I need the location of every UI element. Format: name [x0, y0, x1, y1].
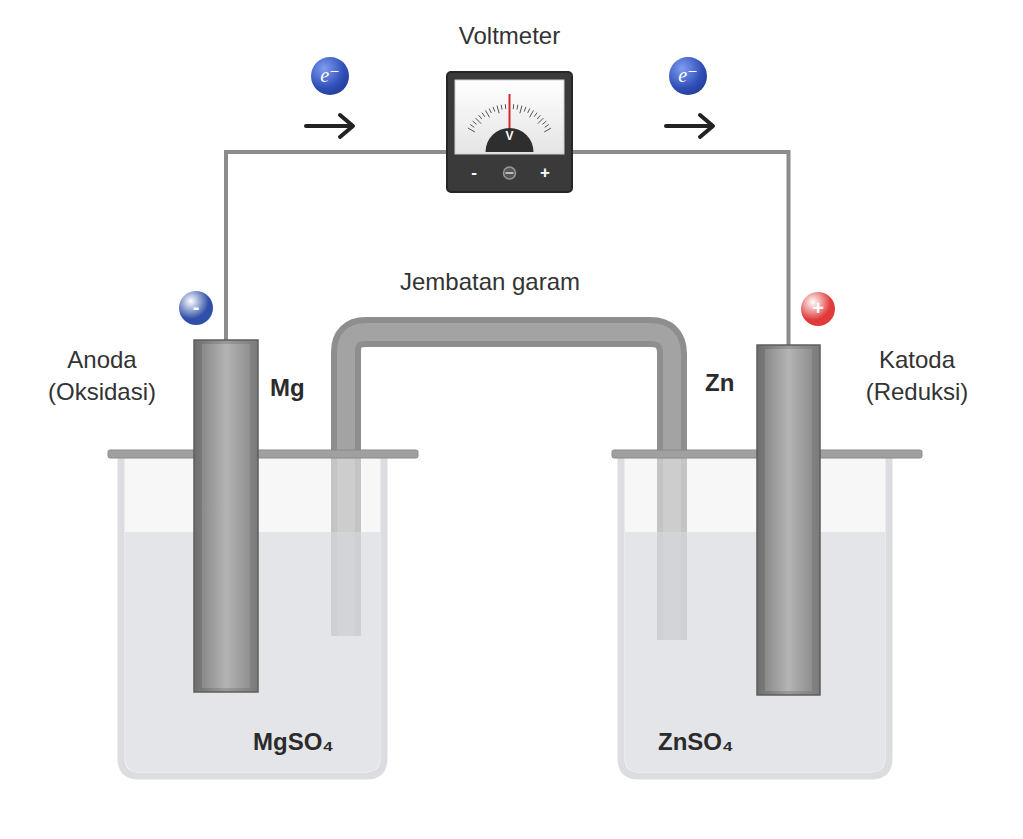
electron-symbol: e⁻: [311, 57, 349, 95]
beaker: MgSO₄Mg: [115, 448, 390, 780]
wire: [226, 152, 447, 340]
electrode-role: Katoda (Reduksi): [842, 344, 992, 409]
salt-bridge-label: Jembatan garam: [330, 268, 650, 297]
solution-label: ZnSO₄: [658, 728, 778, 757]
electron-arrow: [666, 115, 713, 137]
electrode: Zn: [757, 345, 820, 695]
terminal-sign: -: [465, 163, 483, 183]
electrode-shape: [757, 345, 820, 695]
electrode-role: Anoda (Oksidasi): [22, 344, 182, 409]
solution-label: MgSO₄: [253, 728, 373, 757]
electrode-shape: [194, 340, 258, 692]
voltmeter: VoltmeterV-+: [447, 72, 572, 192]
electron-symbol: e⁻: [669, 57, 707, 95]
terminal-sign: +: [536, 163, 554, 183]
unit-symbol: V: [497, 129, 522, 143]
polarity-sign: +: [801, 292, 835, 326]
voltmeter-title: Voltmeter: [402, 22, 617, 51]
beaker-shape: [615, 448, 895, 780]
wire: [572, 152, 789, 345]
polarity-sign: -: [179, 291, 213, 325]
electron-arrow: [306, 115, 353, 137]
electrode-label: Zn: [705, 369, 745, 398]
beaker: ZnSO₄Zn: [615, 448, 895, 780]
electrode: Mg: [194, 340, 258, 692]
electrode-label: Mg: [270, 374, 320, 403]
